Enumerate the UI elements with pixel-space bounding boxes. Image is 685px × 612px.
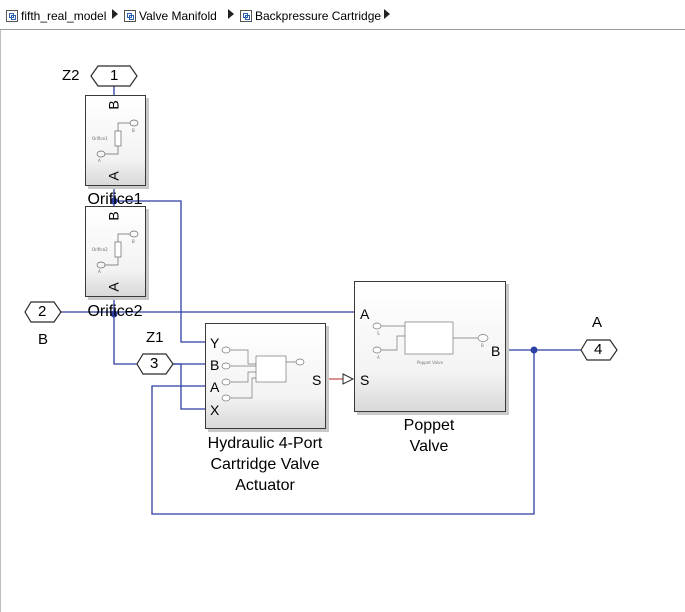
- orifice2-port-a: A: [105, 282, 122, 292]
- inport-1[interactable]: [90, 65, 138, 87]
- connection-lines: [60, 86, 582, 515]
- inport-3[interactable]: [136, 353, 174, 375]
- model-icon: [6, 9, 18, 22]
- inport-3-number: 3: [150, 355, 159, 372]
- poppet-valve-block[interactable]: A S B S A B Poppet Valve: [354, 281, 506, 412]
- connection-line[interactable]: [151, 350, 535, 515]
- svg-text:A: A: [98, 158, 101, 163]
- svg-text:B: B: [132, 128, 135, 133]
- orifice1-block[interactable]: B A Orifice1 A B: [85, 95, 146, 186]
- orifice2-block[interactable]: B A Orifice2 A B: [85, 206, 146, 297]
- subsystem-icon: [124, 9, 136, 22]
- model-canvas[interactable]: 1 Z2 2 B 3 Z1 4 A B A Orifice1 A B: [0, 30, 685, 612]
- orifice2-inner-label: Orifice2: [92, 247, 108, 252]
- orifice1-caption: Orifice1: [87, 191, 143, 208]
- inport-1-number: 1: [110, 67, 119, 84]
- breadcrumb-item-backpressure-cartridge[interactable]: Backpressure Cartridge: [240, 7, 381, 24]
- inport-2[interactable]: [24, 301, 62, 323]
- orifice-icon: Orifice2 A B: [92, 230, 139, 274]
- actuator-port-b: B: [210, 357, 220, 373]
- actuator-caption: Hydraulic 4-Port Cartridge Valve Actuato…: [207, 435, 323, 494]
- inport-2-number: 2: [38, 303, 47, 320]
- svg-text:S: S: [377, 331, 380, 336]
- breadcrumb-item-valve-manifold[interactable]: Valve Manifold: [124, 7, 217, 24]
- junction-dot: [530, 346, 538, 354]
- actuator-port-a: A: [210, 379, 220, 395]
- poppet-port-a: A: [360, 306, 370, 322]
- inport-3-tag: Z1: [146, 329, 164, 346]
- orifice1-port-b: B: [105, 100, 122, 110]
- orifice-icon: Orifice1 A B: [92, 119, 139, 163]
- junction-dot: [110, 197, 118, 205]
- outport-4-number: 4: [594, 341, 603, 358]
- actuator-port-x: X: [210, 402, 220, 418]
- subsystem-icon: [240, 9, 252, 22]
- breadcrumb-arrow-icon[interactable]: [384, 9, 390, 19]
- svg-text:A: A: [98, 269, 101, 274]
- poppet-valve-caption: Poppet Valve: [403, 417, 455, 455]
- breadcrumb-label: Valve Manifold: [139, 8, 217, 23]
- svg-text:B: B: [132, 239, 135, 244]
- canvas-border: [0, 30, 1, 612]
- breadcrumb-arrow-icon[interactable]: [228, 9, 234, 19]
- svg-text:A: A: [377, 355, 380, 360]
- orifice2-port-b: B: [105, 211, 122, 221]
- outport-4-tag: A: [592, 314, 603, 331]
- poppet-valve-icon: S A B Poppet Valve: [372, 321, 489, 365]
- connection-line[interactable]: [114, 200, 206, 343]
- actuator-icon: [221, 346, 305, 402]
- svg-text:B: B: [481, 343, 484, 348]
- breadcrumb-item-model[interactable]: fifth_real_model: [6, 7, 106, 24]
- inport-1-tag: Z2: [62, 67, 80, 84]
- breadcrumb-label: fifth_real_model: [21, 8, 107, 23]
- junction-dot: [110, 310, 118, 318]
- orifice1-inner-label: Orifice1: [92, 136, 108, 141]
- poppet-port-s: S: [360, 372, 370, 388]
- inport-2-tag: B: [38, 331, 49, 348]
- signal-arrow-icon: [342, 373, 355, 385]
- actuator-block[interactable]: Y B A X S: [205, 323, 326, 429]
- breadcrumb: fifth_real_model Valve Manifold Backpres…: [0, 0, 685, 30]
- poppet-inner-label: Poppet Valve: [417, 360, 443, 365]
- breadcrumb-label: Backpressure Cartridge: [255, 8, 382, 23]
- orifice1-port-a: A: [105, 171, 122, 181]
- outport-4[interactable]: [580, 339, 618, 361]
- connection-line[interactable]: [113, 315, 138, 365]
- poppet-port-b: B: [491, 343, 501, 359]
- actuator-port-y: Y: [210, 335, 220, 351]
- orifice2-caption: Orifice2: [87, 303, 143, 320]
- breadcrumb-arrow-icon[interactable]: [112, 9, 118, 19]
- actuator-port-s: S: [312, 372, 322, 388]
